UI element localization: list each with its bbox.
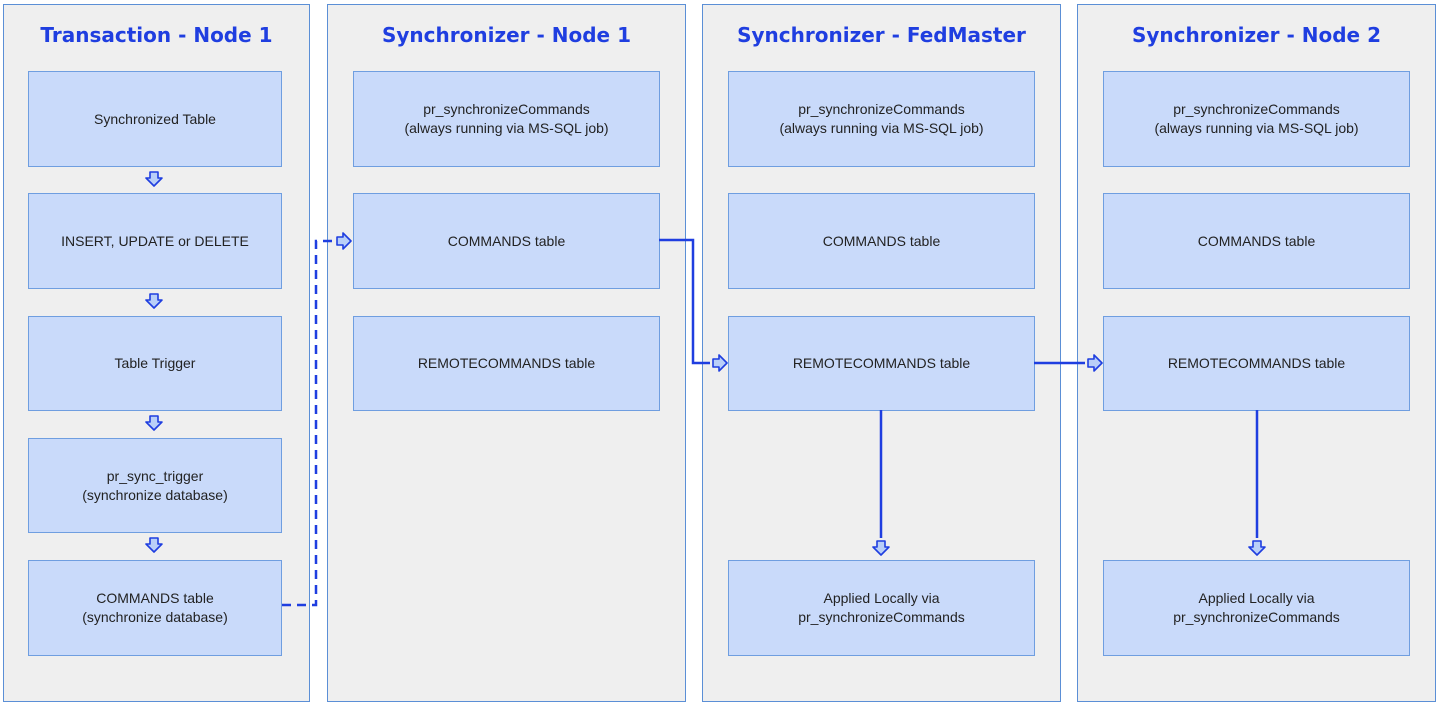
lane-synchronizer-node-1: Synchronizer - Node 1 pr_synchronizeComm… [327,4,686,702]
node-pr-synchronize-commands: pr_synchronizeCommands (always running v… [353,71,660,167]
lane-title: Synchronizer - Node 1 [381,23,631,47]
node-commands-table: COMMANDS table [353,193,660,289]
node-pr-sync-trigger: pr_sync_trigger (synchronize database) [28,438,282,533]
node-pr-synchronize-commands: pr_synchronizeCommands (always running v… [728,71,1035,167]
node-applied-locally: Applied Locally via pr_synchronizeComman… [728,560,1035,656]
lane-synchronizer-fedmaster: Synchronizer - FedMaster pr_synchronizeC… [702,4,1061,702]
node-remotecommands-table: REMOTECOMMANDS table [1103,316,1410,411]
lane-transaction-node-1: Transaction - Node 1 Synchronized Table … [3,4,310,702]
lane-title: Synchronizer - FedMaster [737,23,1026,47]
node-pr-synchronize-commands: pr_synchronizeCommands (always running v… [1103,71,1410,167]
node-commands-table: COMMANDS table [728,193,1035,289]
node-applied-locally: Applied Locally via pr_synchronizeComman… [1103,560,1410,656]
node-remotecommands-table: REMOTECOMMANDS table [728,316,1035,411]
node-commands-table: COMMANDS table [1103,193,1410,289]
node-table-trigger: Table Trigger [28,316,282,411]
lane-title: Transaction - Node 1 [40,23,273,47]
lane-title: Synchronizer - Node 2 [1131,23,1381,47]
node-synchronized-table: Synchronized Table [28,71,282,167]
lane-synchronizer-node-2: Synchronizer - Node 2 pr_synchronizeComm… [1077,4,1436,702]
node-insert-update-delete: INSERT, UPDATE or DELETE [28,193,282,289]
node-remotecommands-table: REMOTECOMMANDS table [353,316,660,411]
node-commands-table-sync-db: COMMANDS table (synchronize database) [28,560,282,656]
